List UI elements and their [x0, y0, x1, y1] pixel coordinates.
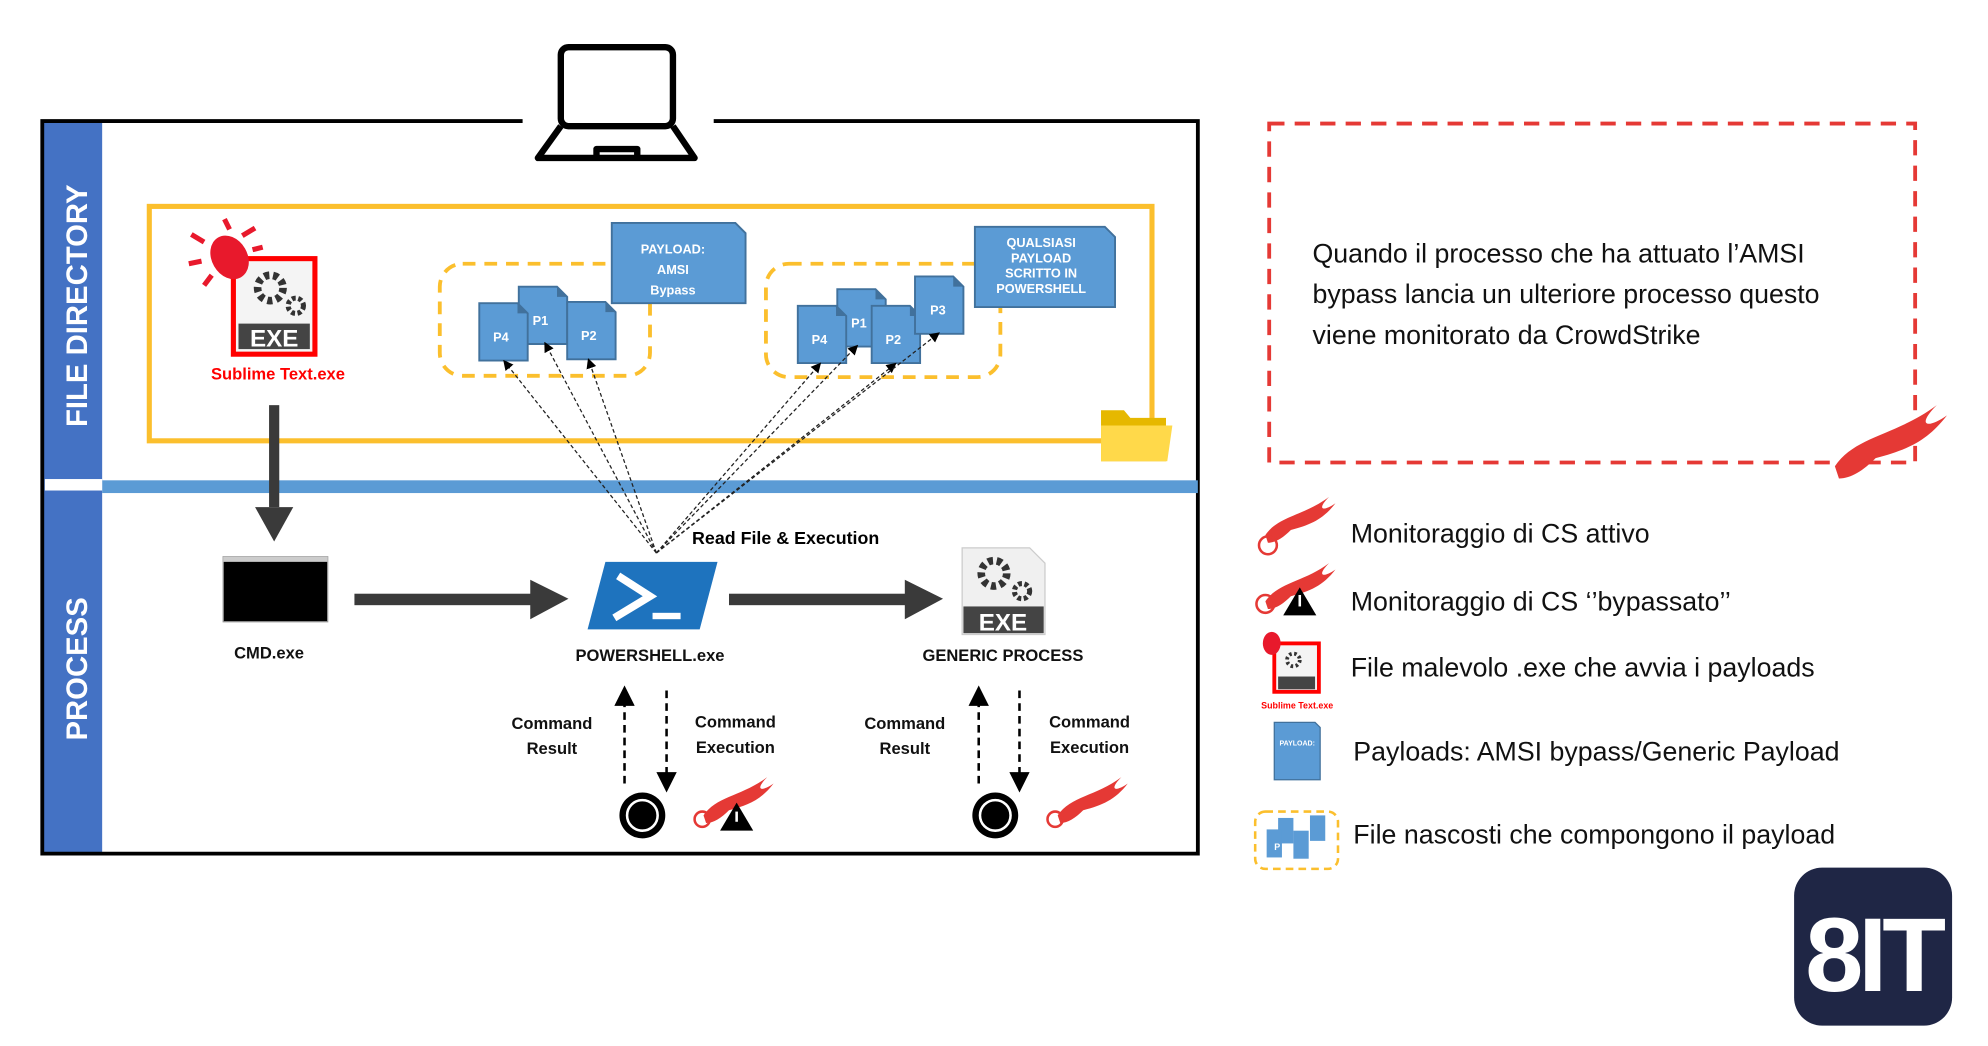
payload-part-p1: P1 [836, 288, 887, 348]
svg-text:Payloads: AMSI bypass/Generic: Payloads: AMSI bypass/Generic Payload [1353, 737, 1839, 767]
payload-part-p4: P4 [796, 304, 848, 365]
svg-text:Command: Command [1049, 712, 1130, 731]
hidden-files-icon: P [1253, 810, 1340, 871]
powershell-label: POWERSHELL.exe [576, 646, 725, 665]
legend-item: Monitoraggio di CS attivo [1257, 496, 1650, 556]
malicious-exe-icon: Sublime Text.exe [1261, 631, 1333, 710]
note-box [1267, 121, 1918, 465]
payload-generic-file: QUALSIASI PAYLOAD SCRITTO IN POWERSHELL [973, 225, 1116, 309]
svg-text:P: P [1274, 842, 1280, 852]
note-line-1: Quando il processo che ha attuato l’AMSI [1313, 238, 1805, 268]
cmd-label: CMD.exe [234, 644, 304, 663]
sublime-label: Sublime Text.exe [211, 365, 345, 384]
read-file-label: Read File & Execution [692, 528, 879, 548]
svg-text:SCRITTO IN: SCRITTO IN [1005, 266, 1077, 281]
legend-item: Monitoraggio di CS ‘’bypassato’’ [1255, 563, 1731, 616]
svg-text:PAYLOAD:: PAYLOAD: [1280, 740, 1315, 747]
note-line-2: bypass lancia un ulteriore processo ques… [1313, 279, 1820, 309]
payload-part-p2: P2 [870, 304, 922, 365]
legend-item: P File nascosti che compongono il payloa… [1253, 810, 1835, 871]
8it-logo: 8IT [1794, 867, 1953, 1026]
svg-text:EXE: EXE [979, 610, 1027, 637]
cmd-icon [222, 556, 329, 623]
generic-exe-icon: EXE [961, 547, 1046, 637]
payload-amsi-file: PAYLOAD: AMSI Bypass [610, 222, 747, 305]
svg-text:P1: P1 [533, 313, 549, 328]
svg-text:Command: Command [695, 712, 776, 731]
flow-arrow-ps-generic [728, 579, 944, 620]
flow-arrow-cmd-ps [354, 579, 569, 620]
svg-text:Execution: Execution [696, 738, 775, 757]
legend-item: Sublime Text.exe File malevolo .exe che … [1261, 631, 1815, 710]
payload-part-p4: P4 [478, 302, 529, 362]
svg-text:File malevolo .exe che avvia i: File malevolo .exe che avvia i payloads [1351, 653, 1815, 683]
payload-part-p2: P2 [566, 300, 617, 361]
svg-text:Monitoraggio di CS attivo: Monitoraggio di CS attivo [1351, 519, 1650, 549]
section-process: PROCESS [61, 597, 94, 740]
svg-text:Command: Command [511, 714, 592, 733]
bug-icon [188, 217, 264, 287]
command-io-ps: Command Result Command Execution [511, 685, 776, 839]
command-io-generic: Command Result Command Execution [864, 685, 1130, 839]
payload-file-icon: PAYLOAD: [1273, 721, 1321, 781]
svg-text:PAYLOAD:: PAYLOAD: [641, 242, 705, 257]
svg-text:P3: P3 [930, 303, 946, 318]
svg-text:P2: P2 [886, 332, 902, 347]
note-line-3: viene monitorato da CrowdStrike [1313, 320, 1701, 350]
payload-part-p1: P1 [517, 285, 569, 345]
svg-text:Sublime Text.exe: Sublime Text.exe [1261, 700, 1333, 710]
svg-text:P4: P4 [812, 332, 828, 347]
crowdstrike-logo-icon [1834, 405, 1947, 479]
crowdstrike-bypassed-icon [693, 777, 774, 831]
section-divider [102, 480, 1198, 494]
svg-text:Execution: Execution [1050, 738, 1129, 757]
laptop-icon [534, 43, 698, 162]
crowdstrike-active-icon [1257, 496, 1336, 556]
svg-text:Result: Result [880, 739, 931, 758]
payload-part-p3: P3 [914, 275, 965, 335]
svg-text:Result: Result [527, 739, 578, 758]
svg-text:AMSI: AMSI [657, 262, 689, 277]
malicious-exe-icon: EXE [188, 217, 318, 357]
svg-text:POWERSHELL: POWERSHELL [996, 281, 1086, 296]
main-frame: FILE DIRECTORY PROCESS [40, 119, 1200, 856]
file-directory-box [146, 203, 1155, 444]
crowdstrike-active-icon [1046, 777, 1128, 829]
svg-text:P1: P1 [851, 315, 867, 330]
generic-process-label: GENERIC PROCESS [922, 646, 1083, 665]
svg-text:8IT: 8IT [1805, 897, 1945, 1014]
folder-icon [1101, 410, 1173, 462]
svg-text:Monitoraggio di CS ‘’bypassato: Monitoraggio di CS ‘’bypassato’’ [1351, 586, 1731, 616]
exe-badge: EXE [250, 326, 298, 353]
legend-item: PAYLOAD: Payloads: AMSI bypass/Generic P… [1273, 721, 1840, 781]
svg-text:File nascosti che compongono i: File nascosti che compongono il payload [1353, 819, 1835, 849]
powershell-icon [587, 561, 718, 630]
legend: Monitoraggio di CS attivo Monitoraggio d… [1253, 496, 1840, 871]
svg-text:Bypass: Bypass [650, 282, 695, 297]
section-file-directory: FILE DIRECTORY [61, 184, 94, 427]
svg-text:QUALSIASI: QUALSIASI [1006, 235, 1075, 250]
read-file-arrows [503, 332, 940, 554]
crowdstrike-bypassed-icon [1255, 563, 1336, 616]
svg-text:PAYLOAD: PAYLOAD [1011, 250, 1071, 265]
svg-text:P4: P4 [493, 329, 509, 344]
flow-arrow-down [255, 405, 294, 542]
svg-text:P2: P2 [581, 328, 597, 343]
svg-text:Command: Command [864, 714, 945, 733]
